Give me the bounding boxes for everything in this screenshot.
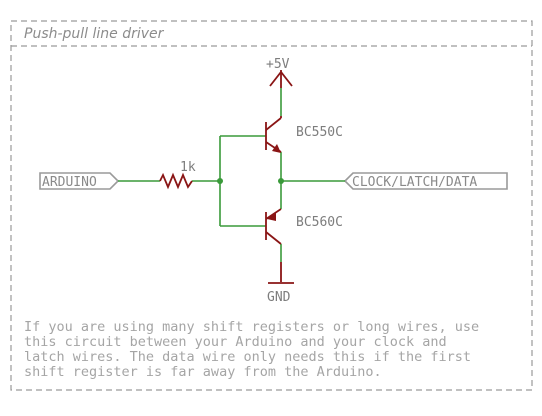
npn-label: BC550C <box>296 125 343 140</box>
note-line-2: this circuit between your Arduino and yo… <box>24 334 447 350</box>
ground-label: GND <box>267 290 291 305</box>
output-junction-dot <box>278 178 284 184</box>
wire-network <box>118 88 345 262</box>
note-line-4: shift register is far away from the Ardu… <box>24 364 382 380</box>
output-port-clock-latch-data: CLOCK/LATCH/DATA <box>343 172 508 190</box>
pnp-label: BC560C <box>296 215 343 230</box>
resistor-1k: 1k <box>159 160 196 190</box>
input-port-label: ARDUINO <box>42 175 97 190</box>
output-port-label: CLOCK/LATCH/DATA <box>352 175 477 190</box>
vcc-label: +5V <box>266 57 290 72</box>
resistor-value-label: 1k <box>180 160 196 175</box>
pnp-transistor-bc560c: BC560C <box>265 208 343 245</box>
note-line-3: latch wires. The data wire only needs th… <box>24 349 471 365</box>
schematic-title: Push-pull line driver <box>24 26 165 42</box>
input-port-arduino: ARDUINO <box>39 172 120 190</box>
explanation-note: If you are using many shift registers or… <box>24 319 479 380</box>
schematic-frame <box>10 20 533 391</box>
base-junction-dot <box>217 178 223 184</box>
note-line-1: If you are using many shift registers or… <box>24 319 479 335</box>
ground-symbol: GND <box>267 262 294 305</box>
vcc-supply-symbol: +5V <box>266 57 293 88</box>
npn-transistor-bc550c: BC550C <box>265 116 343 153</box>
